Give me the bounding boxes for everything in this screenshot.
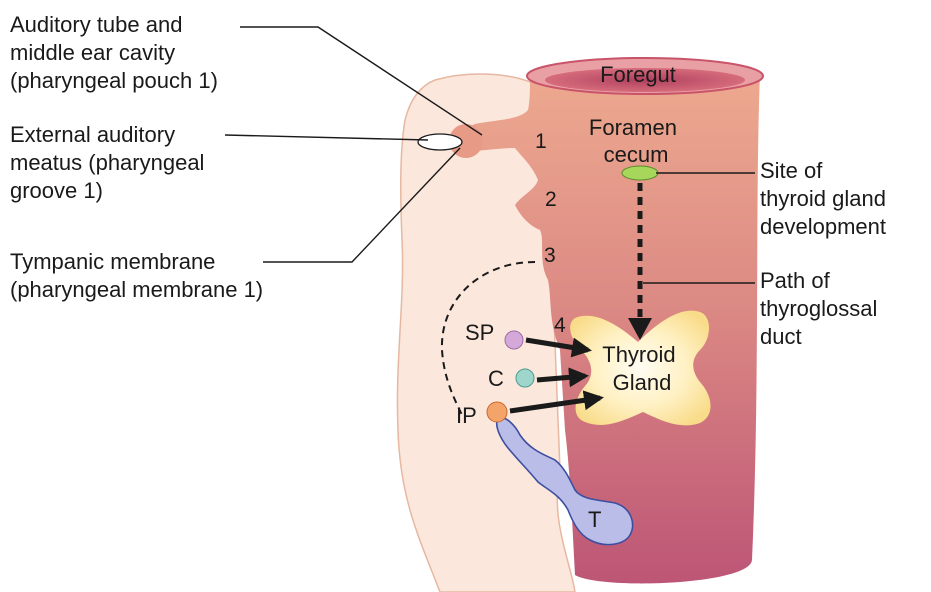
foramen-cecum-site: [622, 166, 658, 180]
pouch-number-2: 2: [545, 188, 557, 211]
external-meatus-groove: [418, 134, 462, 150]
sp-circle: [505, 331, 523, 349]
label-path-duct: Path of thyroglossal duct: [760, 268, 884, 349]
label-external-meatus: External auditory meatus (pharyngeal gro…: [10, 122, 211, 203]
label-t: T: [588, 507, 601, 532]
label-site-thyroid: Site of thyroid gland development: [760, 158, 892, 239]
label-auditory-tube: Auditory tube and middle ear cavity (pha…: [10, 12, 218, 93]
label-foregut: Foregut: [600, 62, 676, 87]
pouch-number-4: 4: [554, 314, 566, 337]
label-tympanic: Tympanic membrane (pharyngeal membrane 1…: [10, 249, 263, 302]
c-circle: [516, 369, 534, 387]
label-ip: IP: [456, 403, 477, 428]
label-sp: SP: [465, 320, 494, 345]
ip-circle: [487, 402, 507, 422]
pouch-number-3: 3: [544, 244, 556, 267]
pouch-number-1: 1: [535, 130, 547, 153]
label-c: C: [488, 366, 504, 391]
leader-external-meatus: [225, 135, 428, 140]
